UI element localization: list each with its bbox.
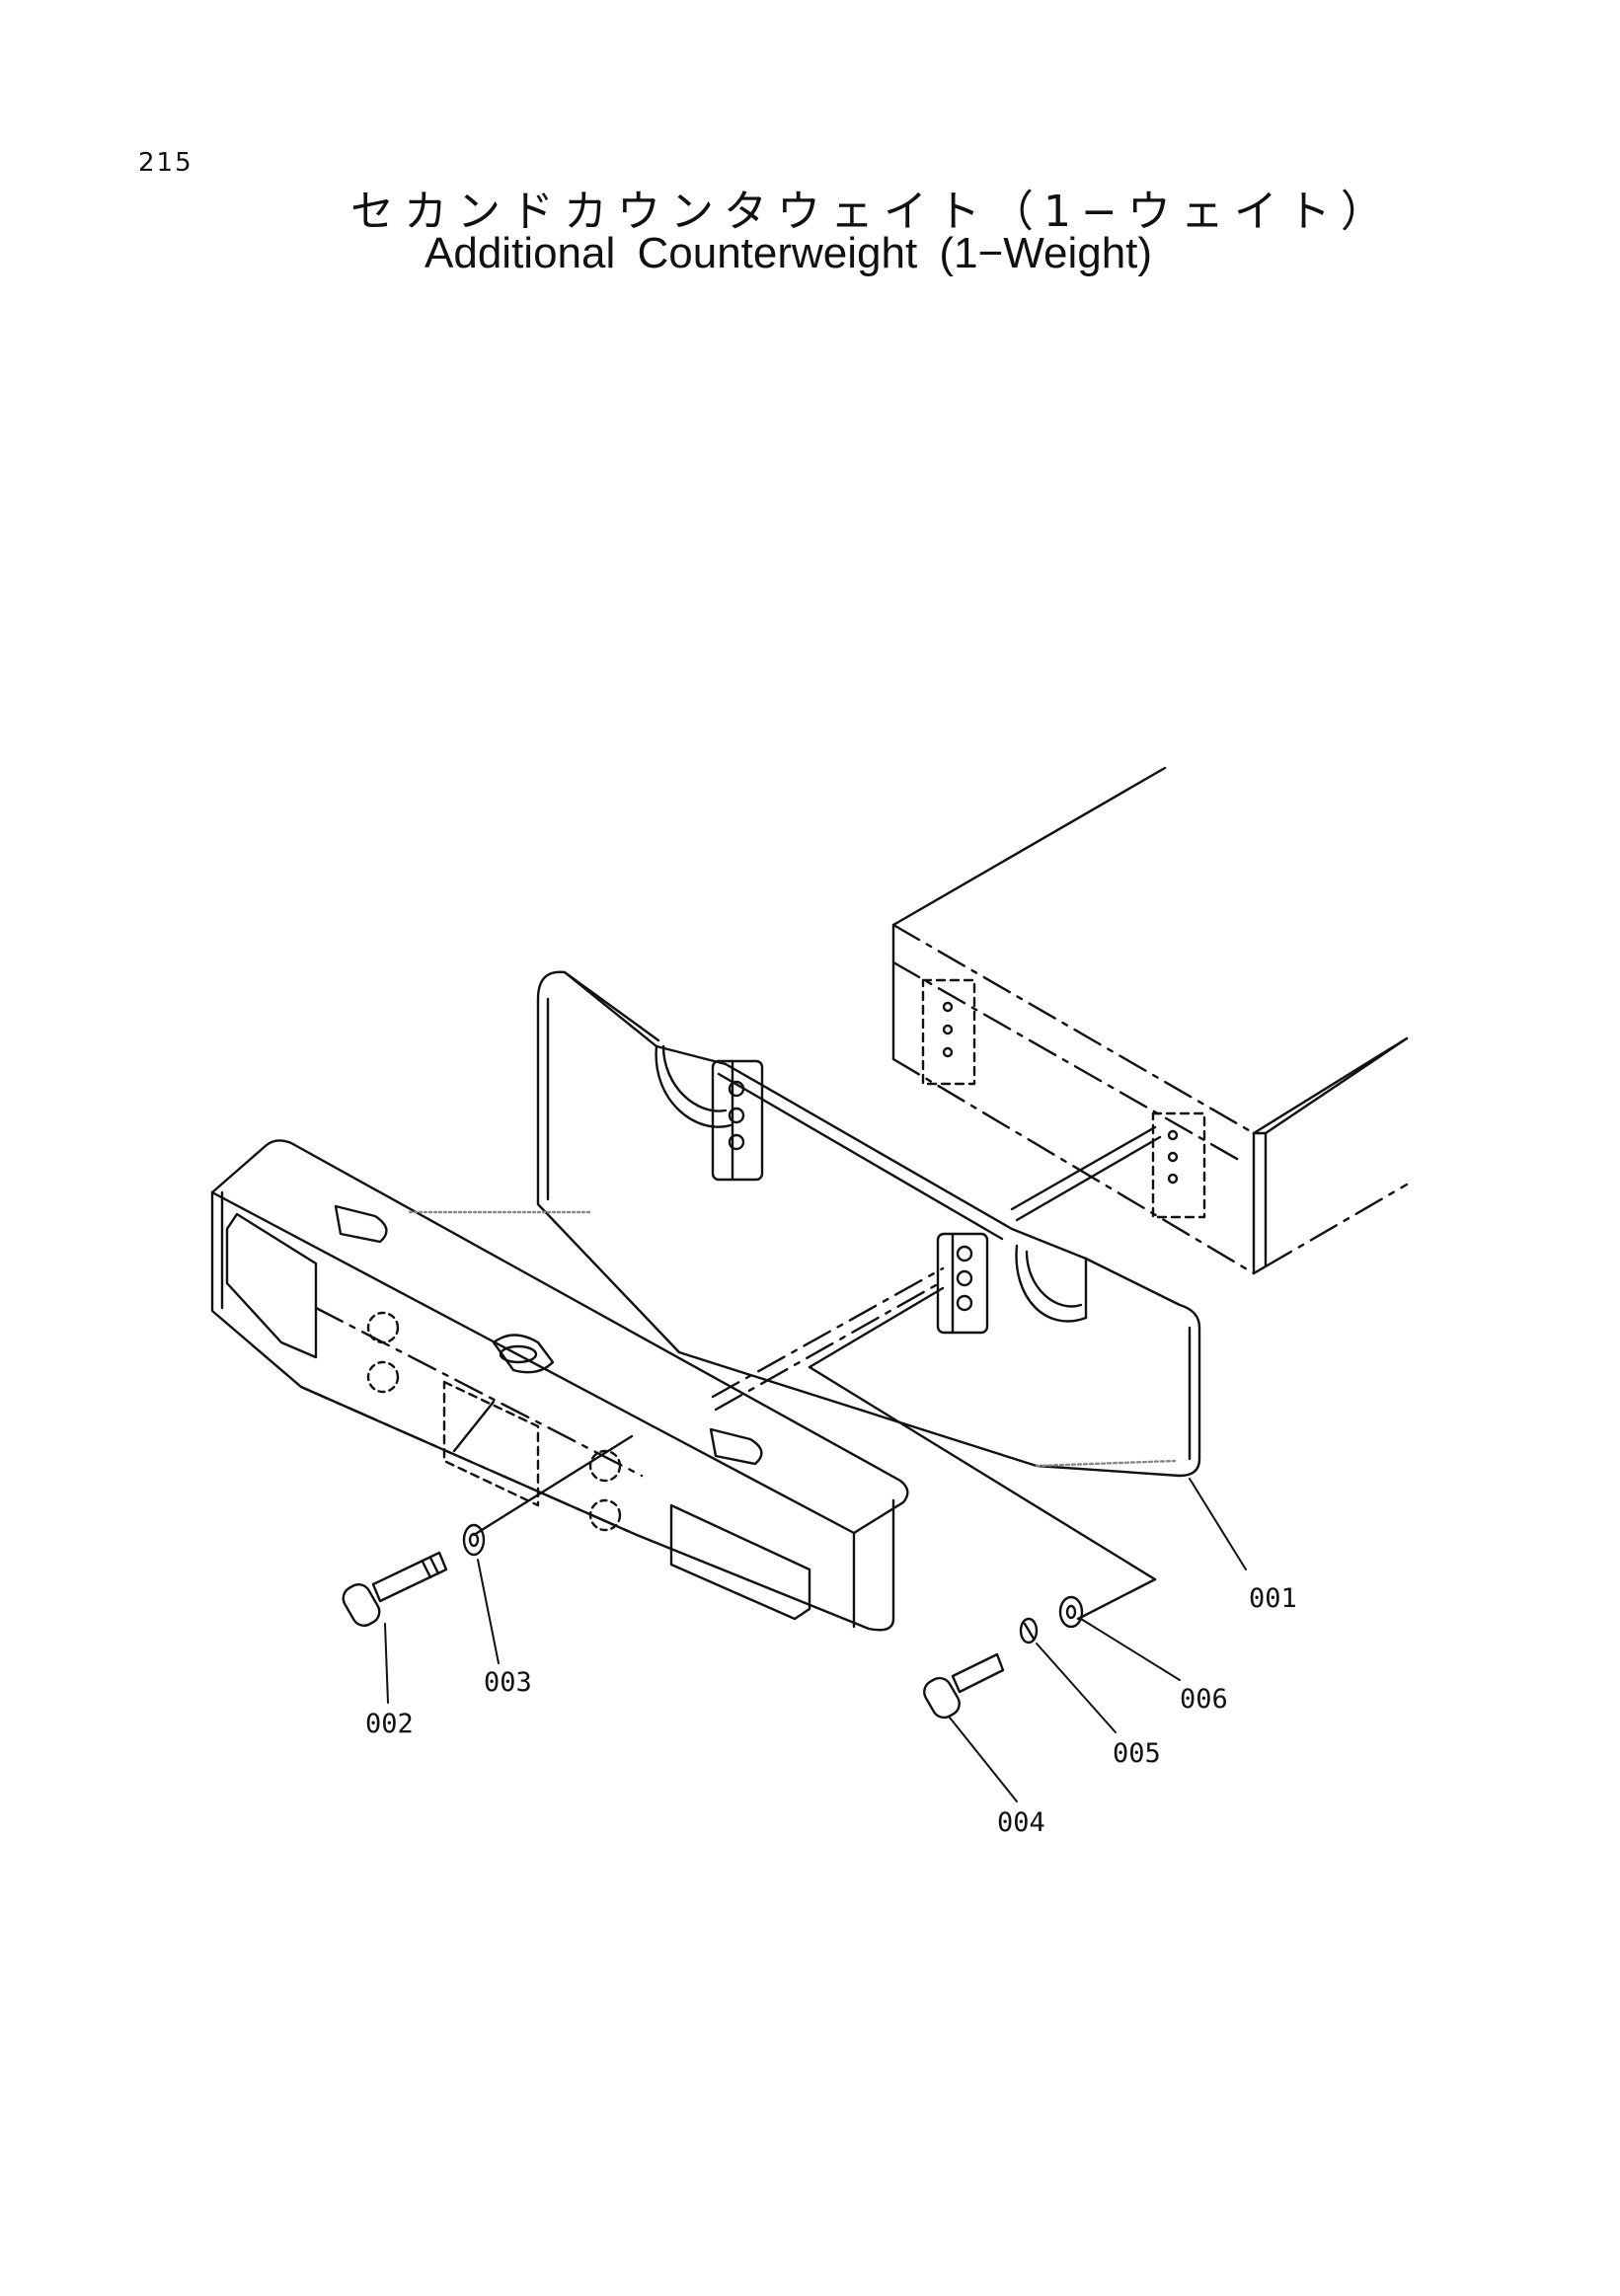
part-006-washer <box>1058 1595 1084 1629</box>
recess-right <box>669 1503 811 1621</box>
body-top-back-edge <box>891 766 1167 927</box>
part-001-counterweight-plate <box>536 970 1201 1478</box>
leader-lines <box>384 1478 1247 1802</box>
notch-left <box>655 1044 733 1128</box>
slot-left <box>334 1204 388 1244</box>
part-front-counterweight <box>210 1139 909 1632</box>
body-bracket-right <box>1151 1111 1206 1219</box>
callout-001: 001 <box>1249 1583 1297 1614</box>
callout-004: 004 <box>997 1807 1045 1838</box>
callout-003: 003 <box>484 1667 532 1698</box>
body-bracket-left <box>921 978 976 1086</box>
body-top-front-edge <box>891 923 1256 1135</box>
title-japanese: セカンドカウンタウェイト（1−ウェイト） <box>350 187 1394 237</box>
callout-005: 005 <box>1113 1738 1161 1769</box>
part-005-spring-washer <box>1019 1617 1039 1645</box>
part-002-bolt <box>342 1551 448 1627</box>
assembly-lines <box>472 1125 1162 1621</box>
part-003-washer <box>462 1523 486 1557</box>
body-bottom-line <box>891 1057 1256 1275</box>
slot-right <box>709 1427 763 1466</box>
plate-bracket-right <box>936 1232 989 1335</box>
notch-right <box>1015 1244 1088 1323</box>
front-window <box>442 1380 540 1507</box>
machine-body <box>891 766 1409 1275</box>
callout-002: 002 <box>365 1709 414 1739</box>
page-number: 215 <box>138 148 193 178</box>
callout-006: 006 <box>1180 1684 1228 1715</box>
plate-bracket-left <box>711 1059 764 1182</box>
body-mid-line <box>891 960 1246 1165</box>
recess-left <box>225 1212 318 1359</box>
part-004-bolt <box>923 1652 1005 1720</box>
slot-center <box>492 1334 555 1374</box>
title-english: Additional Counterweight (1−Weight) <box>424 229 1153 277</box>
